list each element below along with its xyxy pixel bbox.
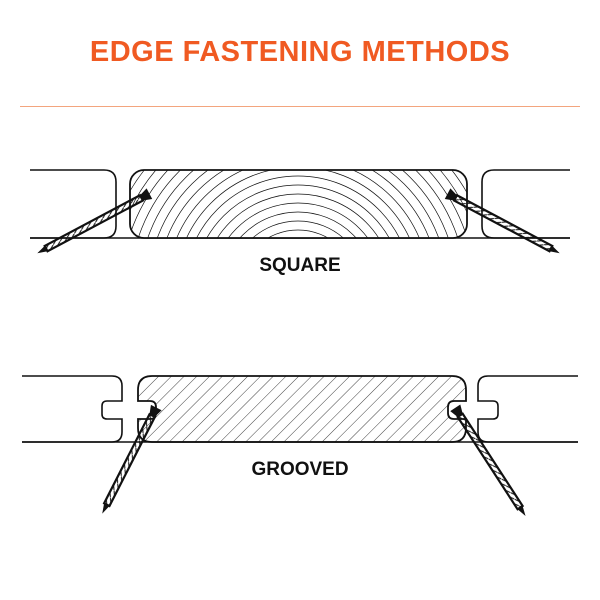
grooved-right-board [477, 375, 578, 443]
title-divider [20, 106, 580, 107]
square-edge-diagram [30, 169, 570, 254]
grooved-right-screw [450, 404, 526, 516]
grooved-centre-board [137, 375, 467, 443]
square-right-screw [444, 188, 560, 254]
square-label: SQUARE [259, 255, 341, 276]
square-left-board [30, 169, 117, 239]
grooved-left-board [22, 375, 123, 443]
grooved-left-screw [102, 404, 162, 514]
square-left-screw [37, 188, 153, 254]
square-centre-board [130, 170, 467, 238]
grooved-label: GROOVED [251, 459, 349, 480]
square-right-board [481, 169, 570, 239]
grooved-edge-diagram [22, 375, 578, 516]
page-title: EDGE FASTENING METHODS [89, 36, 511, 68]
